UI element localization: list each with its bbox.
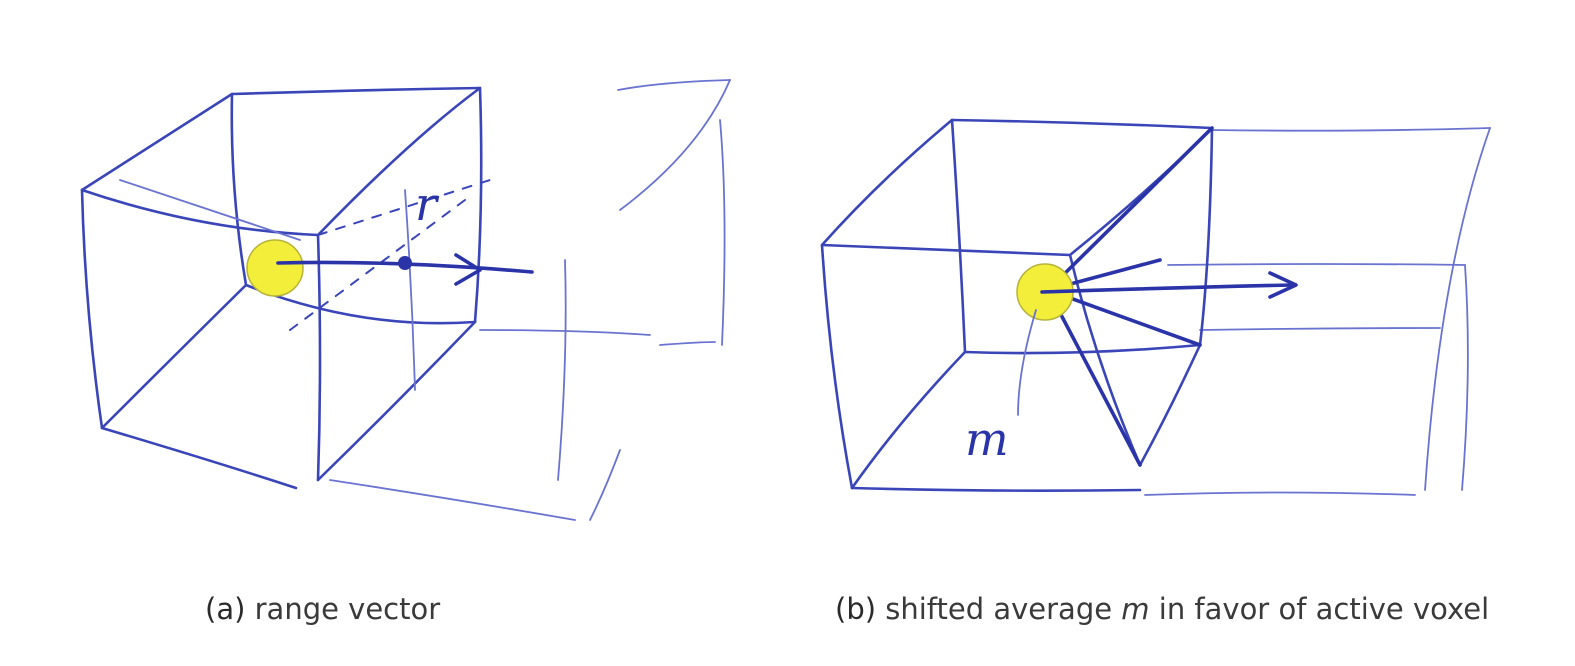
neighbor-voxel-a: [329, 79, 731, 521]
m-pointer-line: [1017, 309, 1037, 416]
caption-b-var: m: [1121, 592, 1150, 626]
voxel-cube-a: [80, 86, 491, 490]
caption-a: (a) range vector: [205, 592, 440, 626]
panel-a-range-vector-sketch: r: [60, 60, 760, 550]
voxel-cube-b: [820, 118, 1214, 492]
caption-b-text-before: shifted average: [876, 592, 1122, 626]
range-vector-drawing: r: [80, 79, 731, 521]
average-label-m: m: [965, 412, 1009, 466]
caption-a-tag: (a): [205, 592, 246, 626]
panel-b-shifted-average-sketch: m: [800, 60, 1530, 550]
active-voxel-marker: [246, 239, 304, 297]
neighbor-voxel-b: [1144, 127, 1491, 496]
range-vector-arrow: [276, 253, 534, 286]
shifted-average-arrow: [1040, 271, 1298, 299]
caption-a-text: range vector: [245, 592, 441, 626]
caption-b: (b) shifted average m in favor of active…: [835, 592, 1489, 626]
shifted-average-drawing: m: [820, 118, 1491, 496]
caption-b-tag: (b): [835, 592, 877, 626]
shift-lines: [1046, 126, 1214, 467]
caption-b-text-after: in favor of active voxel: [1149, 592, 1490, 626]
range-label-r: r: [415, 177, 440, 231]
